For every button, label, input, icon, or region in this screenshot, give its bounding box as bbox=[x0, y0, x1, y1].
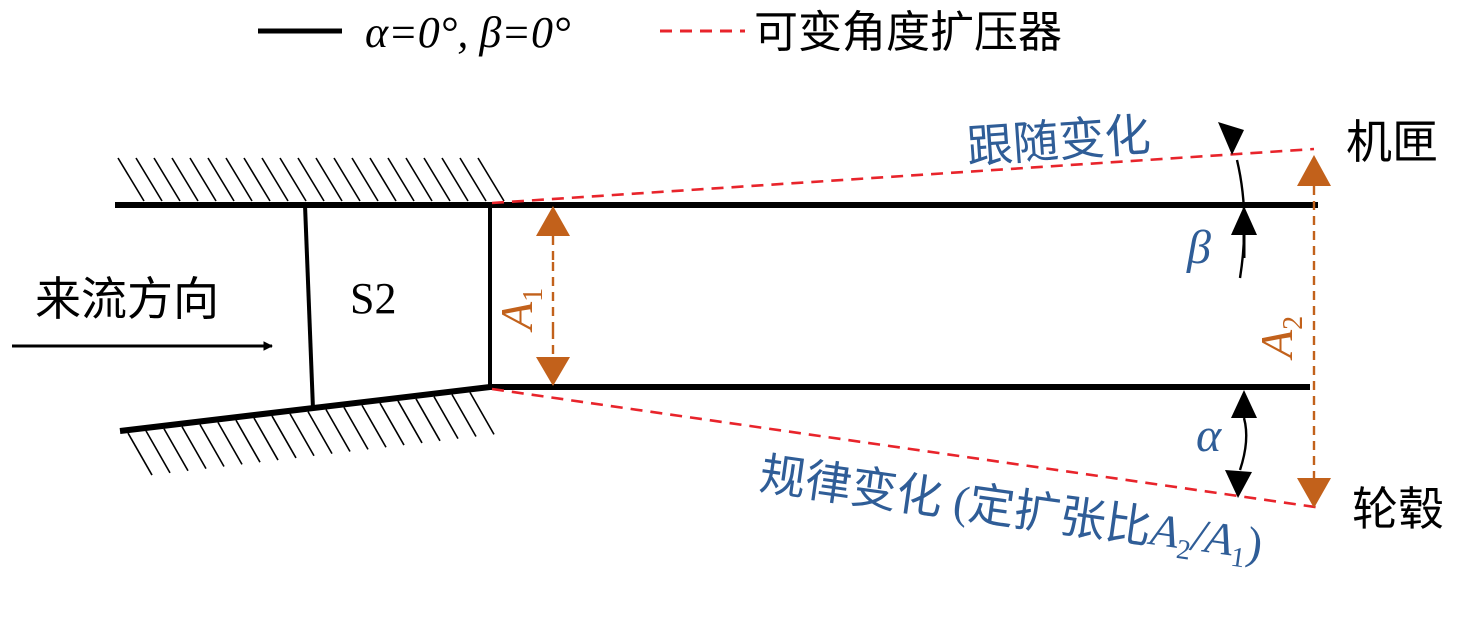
beta-arrowhead-upper bbox=[1218, 122, 1244, 155]
hatch-stroke bbox=[469, 391, 495, 435]
inflow-label: 来流方向 bbox=[35, 274, 219, 325]
hub-wall-inlet bbox=[119, 384, 491, 434]
hatch-stroke bbox=[441, 157, 469, 202]
svg-text:A1: A1 bbox=[491, 288, 549, 333]
hatch-stroke bbox=[405, 157, 433, 202]
hatch-stroke bbox=[181, 426, 207, 470]
hatch-stroke bbox=[243, 157, 271, 202]
shroud-label: 机匣 bbox=[1346, 117, 1438, 168]
hatch-stroke bbox=[361, 404, 387, 448]
hatch-stroke bbox=[369, 157, 397, 202]
hatch-stroke bbox=[333, 157, 361, 202]
hub-rule-label: 规律变化 (定扩张比A2/A1) bbox=[756, 448, 1266, 576]
hatch-stroke bbox=[235, 419, 261, 463]
a1-label-sub: 1 bbox=[518, 288, 549, 302]
hub-rule-a1-sub: 1 bbox=[1229, 542, 1247, 575]
hatch-stroke bbox=[189, 157, 217, 202]
hatch-stroke bbox=[315, 157, 343, 202]
hatch-stroke bbox=[163, 428, 189, 472]
legend-solid-label: α=0°, β=0° bbox=[365, 8, 571, 57]
hub-rule-a2-sub: 2 bbox=[1174, 534, 1192, 567]
hatch-stroke bbox=[325, 409, 351, 452]
shroud-hatching bbox=[117, 157, 505, 202]
s2-label: S2 bbox=[350, 274, 396, 323]
hatch-stroke bbox=[217, 421, 243, 465]
hatch-stroke bbox=[153, 157, 181, 202]
hatch-stroke bbox=[343, 406, 369, 450]
a2-label-sub: 2 bbox=[1278, 316, 1309, 330]
hatch-stroke bbox=[225, 157, 253, 202]
hub-rule-suffix: ) bbox=[1244, 517, 1266, 570]
a2-arrowhead-top bbox=[1297, 155, 1331, 186]
alpha-label: α bbox=[1196, 409, 1222, 462]
svg-text:规律变化 (定扩张比A2/A1): 规律变化 (定扩张比A2/A1) bbox=[756, 448, 1266, 576]
hatch-stroke bbox=[477, 157, 505, 202]
alpha-arrowhead-top bbox=[1231, 390, 1257, 418]
shroud-rule-label: 跟随变化 bbox=[965, 109, 1152, 173]
hatch-stroke bbox=[145, 430, 171, 474]
hatch-stroke bbox=[171, 157, 199, 202]
hatch-stroke bbox=[415, 398, 441, 442]
hatch-stroke bbox=[307, 411, 333, 455]
svg-text:A2: A2 bbox=[1251, 316, 1309, 361]
hatch-stroke bbox=[135, 157, 163, 202]
hatch-stroke bbox=[351, 157, 379, 202]
hatch-stroke bbox=[279, 157, 307, 202]
alpha-angle-marker bbox=[1225, 390, 1257, 498]
hatch-stroke bbox=[271, 415, 297, 459]
legend: α=0°, β=0° 可变角度扩压器 bbox=[258, 8, 1062, 57]
hatch-stroke bbox=[423, 157, 451, 202]
a1-dimension bbox=[536, 206, 570, 386]
shroud-dashed-wall bbox=[491, 147, 1315, 205]
s2-left-edge bbox=[303, 204, 315, 410]
hatch-stroke bbox=[289, 413, 315, 457]
hatch-stroke bbox=[261, 157, 289, 202]
a1-label-letter: A bbox=[491, 301, 542, 333]
hub-label: 轮毂 bbox=[1352, 484, 1444, 535]
a1-arrowhead-top bbox=[536, 206, 570, 236]
hatch-stroke bbox=[117, 157, 145, 202]
a1-arrowhead-bottom bbox=[536, 357, 570, 386]
hatch-stroke bbox=[433, 396, 459, 440]
a1-label: A1 bbox=[491, 288, 549, 333]
hub-rule-prefix: 规律变化 (定扩张比 bbox=[757, 448, 1155, 553]
hatch-stroke bbox=[397, 400, 423, 444]
alpha-arrowhead-bottom bbox=[1225, 470, 1252, 498]
hatch-stroke bbox=[199, 424, 225, 467]
hatch-stroke bbox=[253, 417, 279, 461]
hatch-stroke bbox=[451, 394, 477, 437]
hatch-stroke bbox=[459, 157, 487, 202]
a2-dimension bbox=[1297, 155, 1331, 508]
beta-label: β bbox=[1186, 221, 1211, 274]
a2-label-letter: A bbox=[1251, 329, 1302, 361]
a2-label: A2 bbox=[1251, 316, 1309, 361]
hatch-stroke bbox=[127, 432, 153, 476]
hatch-stroke bbox=[207, 157, 235, 202]
hub-hatching bbox=[127, 391, 495, 476]
beta-arrowhead-lower bbox=[1231, 206, 1257, 235]
legend-dashed-label: 可变角度扩压器 bbox=[754, 8, 1062, 57]
hatch-stroke bbox=[379, 402, 405, 446]
a2-arrowhead-bottom bbox=[1297, 478, 1331, 508]
hatch-stroke bbox=[297, 157, 325, 202]
beta-angle-marker bbox=[1218, 122, 1257, 279]
hatch-stroke bbox=[387, 157, 415, 202]
